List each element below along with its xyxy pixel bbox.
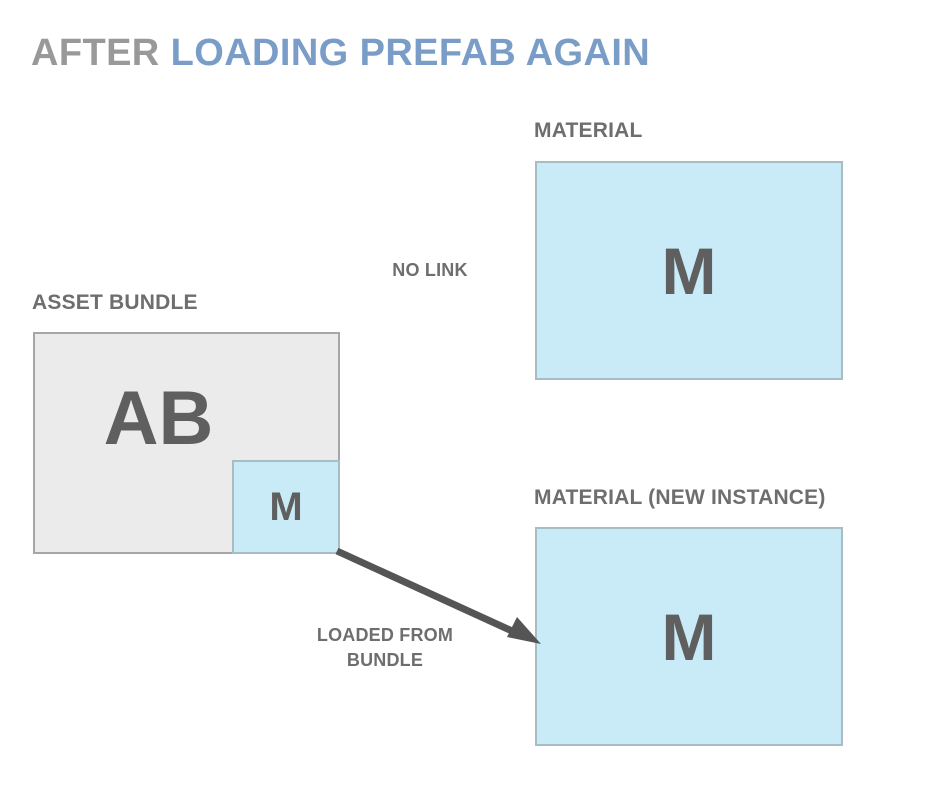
bundled-material-box: M	[232, 460, 340, 554]
loaded-from-bundle-label: LOADED FROM BUNDLE	[316, 625, 454, 670]
page-title-prefix: AFTER	[31, 32, 171, 74]
caption-material: MATERIAL	[534, 119, 643, 142]
bundled-material-box-label: M	[269, 485, 303, 529]
caption-asset-bundle: ASSET BUNDLE	[32, 291, 198, 314]
material-new-instance-box-label: M	[661, 599, 717, 674]
caption-material-new-instance: MATERIAL (NEW INSTANCE)	[534, 486, 826, 509]
material-new-instance-box: M	[535, 527, 843, 746]
asset-bundle-box-label: AB	[103, 376, 214, 461]
material-box: M	[535, 161, 843, 380]
no-link-label: NO LINK	[392, 260, 468, 280]
asset-bundle-box: AB	[33, 332, 340, 554]
page-title: AFTER LOADING PREFAB AGAIN	[31, 30, 650, 76]
page-title-highlight: LOADING PREFAB AGAIN	[170, 32, 651, 74]
material-box-label: M	[661, 233, 717, 308]
